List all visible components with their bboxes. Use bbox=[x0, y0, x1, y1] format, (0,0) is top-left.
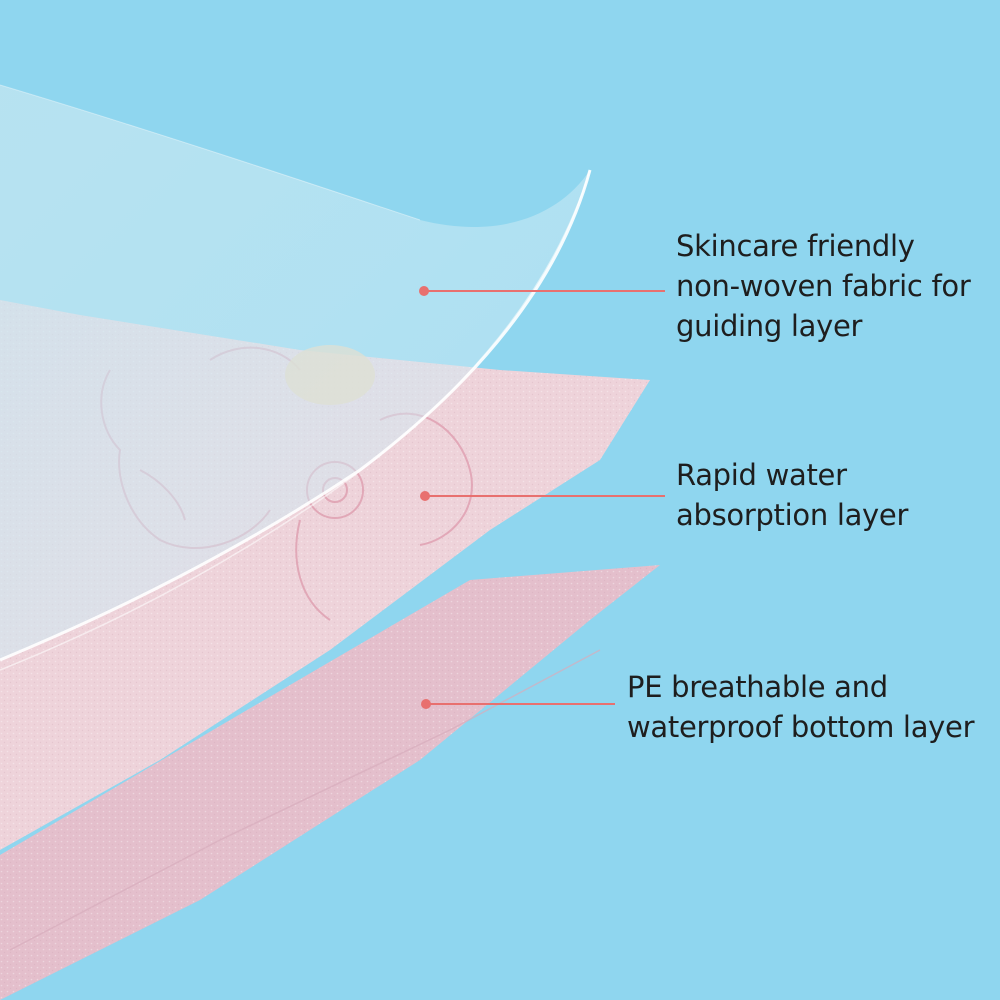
bottom-layer-label: PE breathable and waterproof bottom laye… bbox=[627, 667, 975, 747]
label-line: PE breathable and bbox=[627, 670, 888, 704]
absorption-layer-label: Rapid water absorption layer bbox=[676, 455, 908, 535]
callout-pointer-guiding bbox=[419, 286, 665, 296]
label-line: waterproof bottom layer bbox=[627, 710, 975, 744]
bottom-layer-sheet bbox=[0, 565, 660, 1000]
label-line: Skincare friendly bbox=[676, 229, 915, 263]
label-line: Rapid water bbox=[676, 458, 847, 492]
guiding-layer-label: Skincare friendly non-woven fabric for g… bbox=[676, 226, 971, 346]
label-line: absorption layer bbox=[676, 498, 909, 532]
label-line: guiding layer bbox=[676, 309, 863, 343]
callout-pointer-bottom bbox=[421, 699, 615, 709]
label-line: non-woven fabric for bbox=[676, 269, 971, 303]
callout-pointer-absorption bbox=[420, 491, 665, 501]
guiding-layer-sheet bbox=[0, 84, 592, 671]
